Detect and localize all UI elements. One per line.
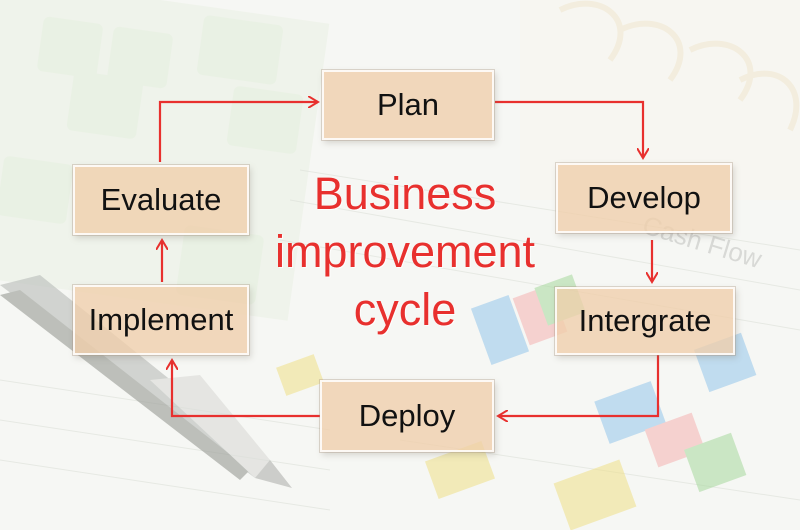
arrow-evaluate-to-plan <box>158 102 318 162</box>
title-line-1: Business <box>313 168 497 219</box>
arrow-deploy-to-implement <box>172 360 320 418</box>
node-develop: Develop <box>556 163 732 233</box>
node-evaluate-label: Evaluate <box>100 182 222 217</box>
node-implement-label: Implement <box>88 302 234 337</box>
node-implement: Implement <box>73 285 249 355</box>
title-line-3: cycle <box>353 284 457 335</box>
node-plan-label: Plan <box>376 87 440 122</box>
arrow-integrate-to-deploy <box>498 355 660 416</box>
node-plan: Plan <box>322 70 494 140</box>
node-integrate: Intergrate <box>555 287 735 355</box>
node-develop-label: Develop <box>587 180 701 215</box>
node-evaluate: Evaluate <box>73 165 249 235</box>
node-deploy: Deploy <box>320 380 494 452</box>
arrow-plan-to-develop <box>495 100 643 158</box>
title-line-2: improvement <box>274 226 536 277</box>
node-integrate-label: Intergrate <box>578 303 712 338</box>
diagram-title: Business improvement cycle <box>245 165 565 339</box>
node-deploy-label: Deploy <box>358 398 456 433</box>
